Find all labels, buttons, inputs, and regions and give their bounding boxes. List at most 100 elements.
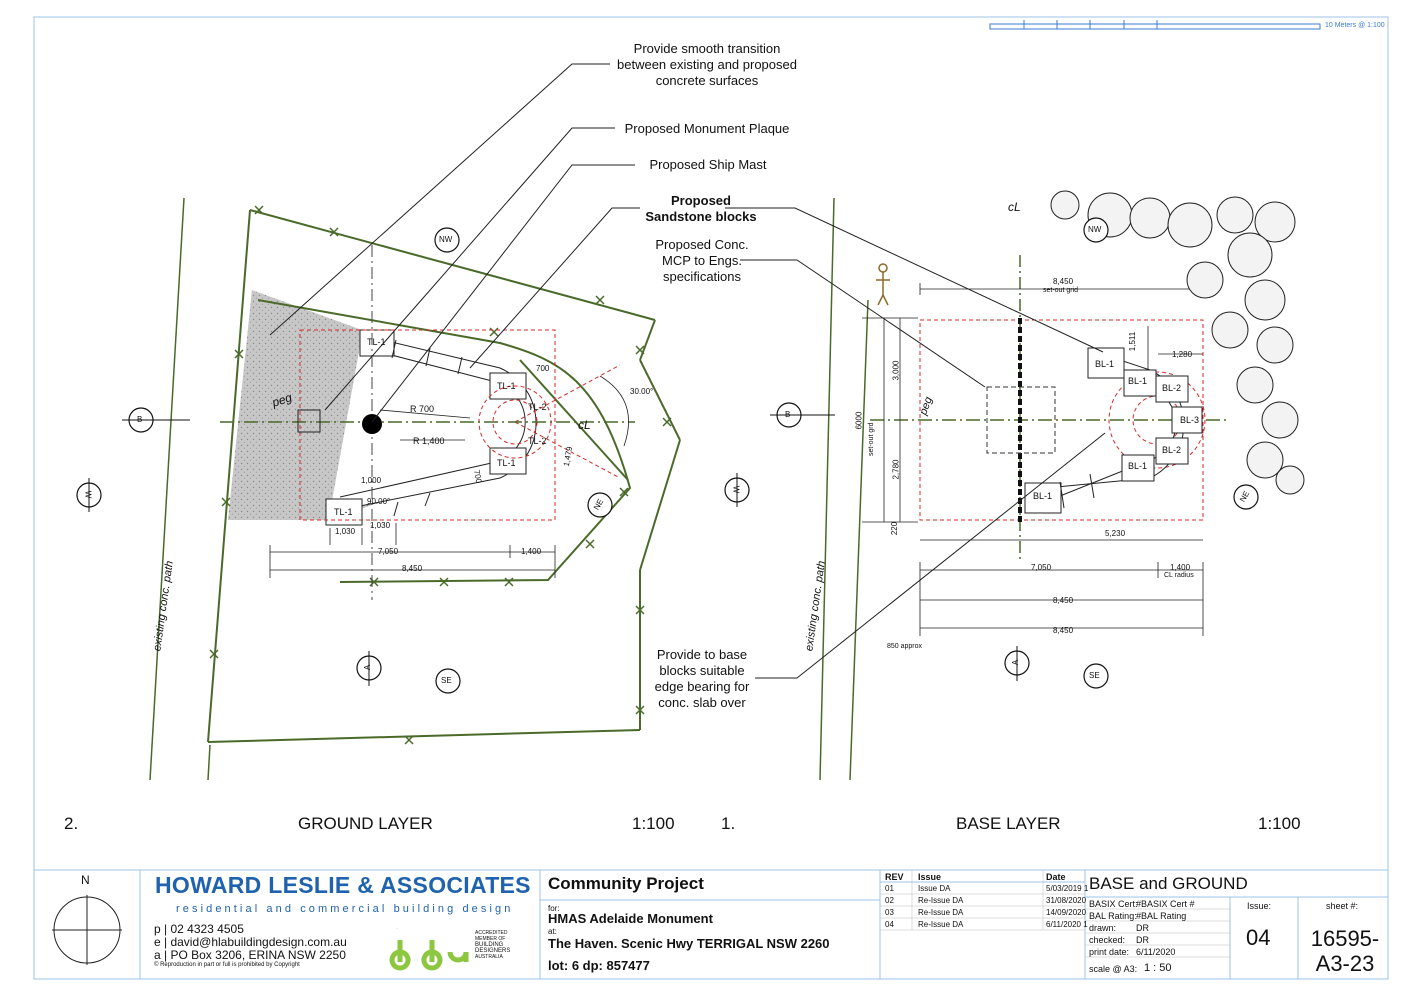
view-title-base: BASE LAYER: [956, 814, 1061, 833]
label-setout-grid: set-out grid: [1043, 287, 1079, 294]
base-dimensions: [862, 283, 1204, 636]
dim-8450-ground: 8,450: [402, 564, 423, 573]
label-tl1-a: TL-1: [497, 381, 516, 391]
tree-canopy: [1050, 190, 1305, 495]
rev-row-3-issue: Re-Issue DA: [918, 908, 964, 917]
dim-6000: 6000: [854, 411, 864, 430]
dim-1400-ground: 1,400: [521, 547, 542, 556]
view-number-ground: 2.: [64, 814, 79, 833]
mcp-outline: [986, 386, 1056, 454]
view-number-base: 1.: [721, 814, 736, 833]
ship-mast-symbol: [362, 414, 382, 434]
titleblock-grid: [139, 870, 1388, 979]
north-label: N: [81, 873, 90, 887]
leader-lines: [269, 63, 1106, 679]
label-bl1-a: BL-1: [1095, 359, 1115, 369]
dim-1030-a: 1,030: [335, 527, 356, 536]
drawn-label: drawn:: [1089, 923, 1117, 933]
firm-name: HOWARD LESLIE & ASSOCIATES: [155, 872, 531, 898]
scale-bar-label: 10 Meters @ 1:100: [1325, 22, 1385, 29]
dim-7050-base: 7,050: [1031, 563, 1052, 572]
rev-row-4-rev: 04: [885, 920, 894, 929]
sheet-border: [33, 16, 1389, 980]
rev-row-3-rev: 03: [885, 908, 894, 917]
firm-tagline: residential and commercial building desi…: [176, 903, 514, 915]
issue-label: Issue:: [1247, 901, 1272, 911]
compass-se-base: SE: [1089, 671, 1100, 680]
label-setout-grd: set-out grd: [868, 422, 875, 456]
project-at-label: at:: [548, 927, 557, 936]
note-mcp: Proposed Conc. MCP to Engs. specificatio…: [655, 237, 749, 284]
dim-1030-b: 1,030: [370, 521, 391, 530]
dim-1511: 1,511: [1128, 331, 1138, 352]
sheet-number-value: 16595- A3-23: [1310, 926, 1380, 976]
dim-5230: 5,230: [1105, 529, 1126, 538]
view-scale-base: 1:100: [1258, 814, 1301, 833]
compass-a-ground: A: [363, 664, 373, 671]
rev-row-2-issue: Re-Issue DA: [918, 896, 964, 905]
plaque-symbol: [297, 409, 321, 433]
project-lot: lot: 6 dp: 857477: [548, 958, 650, 973]
project-address: The Haven. Scenic Hwy TERRIGAL NSW 2260: [548, 936, 830, 951]
view-title-ground: GROUND LAYER: [298, 814, 433, 833]
firm-phone: p | 02 4323 4505: [154, 922, 244, 936]
rev-row-4-date: 6/11/2020 1: [1046, 920, 1088, 929]
rev-row-4-issue: Re-Issue DA: [918, 920, 964, 929]
sheet-title: BASE and GROUND: [1089, 874, 1248, 893]
issue-value: 04: [1246, 925, 1271, 950]
basix-value: #BASIX Cert #: [1136, 899, 1195, 909]
existing-path-edges: [149, 197, 211, 781]
north-arrow-icon: [52, 895, 122, 965]
rev-row-2-rev: 02: [885, 896, 894, 905]
compass-w-ground: W: [83, 490, 93, 499]
print-date-label: print date:: [1089, 947, 1130, 957]
dim-90: 90.00°: [367, 497, 391, 506]
compass-nw-base: NW: [1088, 225, 1102, 234]
dim-3000: 3,000: [891, 360, 901, 381]
project-title: Community Project: [548, 874, 704, 893]
rev-header-issue: Issue: [918, 872, 942, 882]
label-tl1-top: TL-1: [367, 337, 386, 347]
dim-1000: 1,000: [361, 476, 382, 485]
dim-30: 30.00°: [630, 387, 654, 396]
label-cl-ground: cL: [578, 418, 591, 432]
section-markers: [76, 217, 1259, 694]
note-mast: Proposed Ship Mast: [649, 157, 767, 172]
dim-850-approx: 850 approx: [887, 643, 923, 650]
bal-label: BAL Rating:: [1089, 911, 1137, 921]
block-bl-1-top: [1087, 347, 1125, 379]
label-bl2-b: BL-2: [1162, 445, 1182, 455]
scale-value: 1 : 50: [1144, 962, 1172, 974]
project-for-label: for:: [548, 904, 560, 913]
label-bl2-a: BL-2: [1162, 383, 1182, 393]
section-marker-bars: [88, 414, 1018, 686]
site-boundary: [207, 209, 681, 743]
label-bl1-b: BL-1: [1128, 376, 1148, 386]
firm-email: e | david@hlabuildingdesign.com.au: [154, 935, 347, 949]
label-bl3: BL-3: [1180, 415, 1200, 425]
label-r1400: R 1,400: [413, 436, 445, 446]
person-figure: [876, 263, 890, 306]
compass-w-base: W: [731, 485, 741, 494]
compass-nw-ground: NW: [439, 235, 453, 244]
note-plaque: Proposed Monument Plaque: [624, 121, 790, 136]
rev-header-date: Date: [1046, 872, 1066, 882]
checked-value: DR: [1136, 935, 1149, 945]
rev-row-3-date: 14/09/2020: [1046, 908, 1087, 917]
bda-accreditation: ACCREDITED MEMBER OF BUILDING DESIGNERS …: [475, 930, 511, 960]
rev-header-rev: REV: [885, 872, 904, 882]
bda-logo-icon: [389, 940, 469, 971]
compass-a-base: A: [1011, 659, 1021, 666]
note-base-blocks: Provide to base blocks suitable edge bea…: [654, 647, 750, 710]
drawn-value: DR: [1136, 923, 1149, 933]
project-for-value: HMAS Adelaide Monument: [548, 911, 713, 926]
dim-8450-top: 8,450: [1053, 277, 1074, 286]
scale-bar: [989, 20, 1321, 30]
firm-copyright: © Reproduction in part or full is prohib…: [154, 962, 300, 968]
base-path-edges: [819, 197, 869, 781]
boundary-ticks: [209, 205, 672, 745]
print-date-value: 6/11/2020: [1136, 947, 1176, 957]
compass-b-ground: B: [137, 415, 143, 424]
label-cl-radius: CL radius: [1164, 572, 1194, 579]
